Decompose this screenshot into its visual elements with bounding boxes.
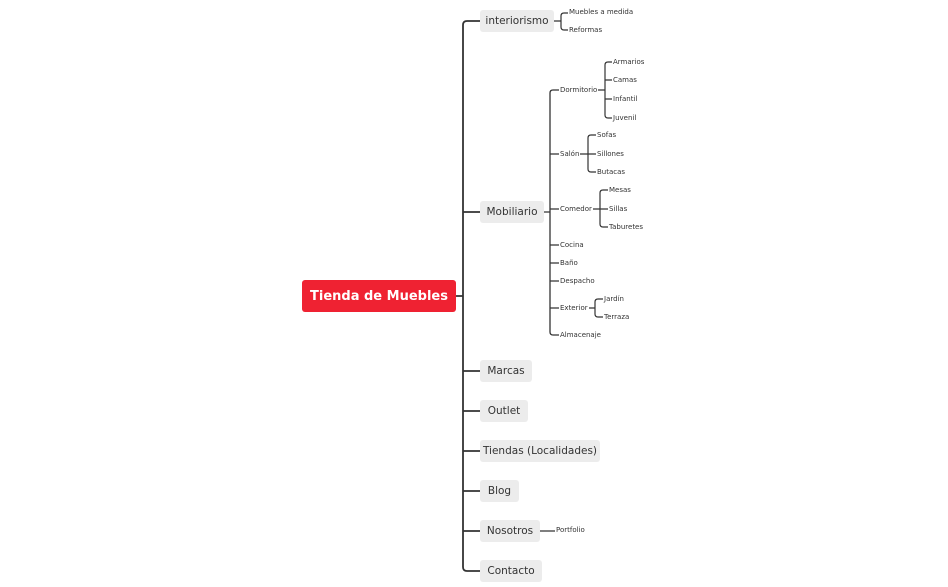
connector-mobiliario (543, 89, 560, 336)
subtopic-sillas[interactable]: Sillas (608, 205, 629, 214)
root-topic[interactable]: Tienda de Muebles (302, 280, 456, 312)
subtopic-portfolio[interactable]: Portfolio (555, 526, 586, 535)
connector-salon (579, 134, 597, 173)
subtopic-reformas[interactable]: Reformas (568, 26, 604, 35)
subtopic-juvenil[interactable]: Juvenil (612, 114, 638, 123)
subtopic-armarios[interactable]: Armarios (612, 58, 646, 67)
connector-interiorismo (553, 12, 569, 31)
topic-contacto[interactable]: Contacto (480, 560, 542, 582)
subtopic-exterior[interactable]: Exterior (559, 304, 589, 313)
subtopic-mesas[interactable]: Mesas (608, 186, 632, 195)
topic-blog[interactable]: Blog (480, 480, 519, 502)
connector-root (455, 20, 481, 572)
subtopic-butacas[interactable]: Butacas (596, 168, 627, 177)
subtopic-terraza[interactable]: Terraza (603, 313, 631, 322)
topic-marcas[interactable]: Marcas (480, 360, 532, 382)
connector-exterior (586, 298, 604, 318)
subtopic-cocina[interactable]: Cocina (559, 241, 585, 250)
topic-tiendas[interactable]: Tiendas (Localidades) (480, 440, 600, 462)
subtopic-jardin[interactable]: Jardín (603, 295, 625, 304)
subtopic-despacho[interactable]: Despacho (559, 277, 596, 286)
subtopic-camas[interactable]: Camas (612, 76, 638, 85)
subtopic-comedor[interactable]: Comedor (559, 205, 593, 214)
topic-outlet[interactable]: Outlet (480, 400, 528, 422)
topic-mobiliario[interactable]: Mobiliario (480, 201, 544, 223)
subtopic-salon[interactable]: Salón (559, 150, 581, 159)
subtopic-sillones[interactable]: Sillones (596, 150, 625, 159)
subtopic-bano[interactable]: Baño (559, 259, 579, 268)
connector-dormitorio (595, 61, 613, 119)
topic-interiorismo[interactable]: interiorismo (480, 10, 554, 32)
subtopic-taburetes[interactable]: Taburetes (608, 223, 645, 232)
subtopic-dormitorio[interactable]: Dormitorio (559, 86, 599, 95)
connector-comedor (592, 189, 609, 228)
subtopic-muebles-a-medida[interactable]: Muebles a medida (568, 8, 635, 17)
subtopic-infantil[interactable]: Infantil (612, 95, 639, 104)
subtopic-almacenaje[interactable]: Almacenaje (559, 331, 602, 340)
subtopic-sofas[interactable]: Sofas (596, 131, 618, 140)
topic-nosotros[interactable]: Nosotros (480, 520, 540, 542)
